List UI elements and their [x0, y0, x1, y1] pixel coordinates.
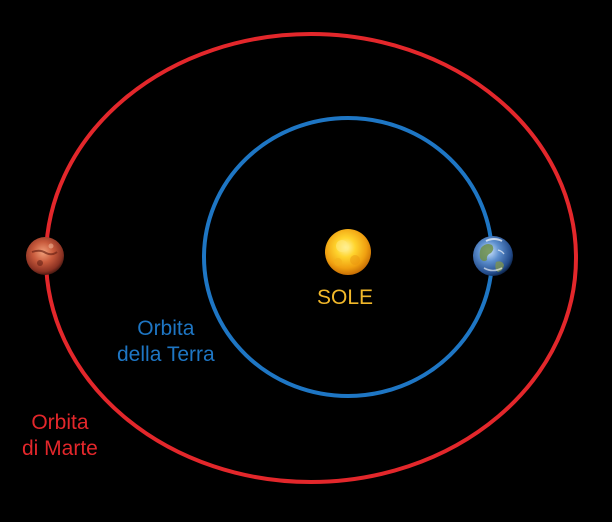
mars-orbit-label-line-1: Orbita — [31, 411, 89, 434]
earth-orbit-label-line-1: Orbita — [137, 317, 195, 340]
mars — [26, 237, 64, 275]
mars-orbit-label-line-2: di Marte — [22, 437, 98, 460]
sun — [325, 229, 371, 275]
earth-orbit-label: Orbita della Terra — [117, 316, 215, 368]
earth — [473, 236, 513, 276]
mars-orbit-label: Orbita di Marte — [22, 410, 98, 462]
sun-label: SOLE — [317, 286, 374, 309]
earth-orbit-label-line-2: della Terra — [117, 343, 215, 366]
